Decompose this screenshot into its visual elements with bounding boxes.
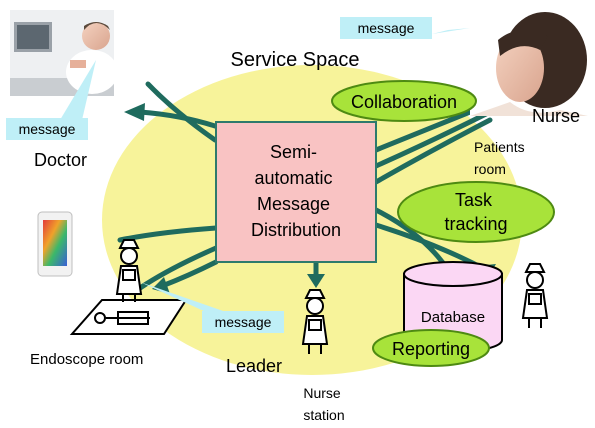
smartphone-icon [37, 211, 73, 277]
actor-nurse-label: Nurse [532, 106, 580, 126]
center-line-1: Semi- [270, 142, 317, 162]
task-tracking-line-1: Task [455, 190, 493, 210]
message-tag-doctor: message [6, 60, 96, 140]
nurse-figure-right [521, 263, 549, 328]
reporting-oval: Reporting [372, 329, 490, 367]
message-tag-nurse-text: message [358, 20, 415, 36]
reporting-label: Reporting [392, 339, 470, 359]
arrow-to-doctor [124, 103, 145, 121]
actor-doctor-label: Doctor [34, 150, 87, 170]
task-tracking-oval: Task tracking [397, 181, 555, 243]
patient-icon [94, 311, 150, 325]
message-tag-doctor-text: message [19, 121, 76, 137]
message-tag-endoscope-text: message [215, 314, 272, 330]
task-tracking-label: Task tracking [444, 190, 507, 234]
nurse-figure-leader [301, 289, 329, 354]
center-line-4: Distribution [251, 220, 341, 240]
center-line-3: Message [257, 194, 330, 214]
collaboration-oval: Collaboration [331, 80, 477, 122]
actor-leader-label: Leader [226, 356, 282, 376]
message-tag-endoscope: message [140, 282, 284, 333]
message-tag-nurse: message [340, 17, 470, 39]
center-box-text: Semi- automatic Message Distribution [251, 142, 341, 240]
nurse-station-label: Nurse station [303, 385, 344, 423]
collaboration-label: Collaboration [351, 92, 457, 112]
arrow-to-leader [307, 274, 325, 288]
arrow-to-endoscope [152, 277, 170, 294]
endoscope-room-label: Endoscope room [30, 351, 143, 368]
center-message-box [215, 121, 377, 263]
nurse-station-line-1: Nurse [303, 385, 341, 401]
diagram-title: Service Space [231, 49, 360, 71]
task-tracking-line-2: tracking [444, 214, 507, 234]
database-label: Database [421, 309, 485, 326]
patients-room-line-2: room [474, 161, 506, 177]
endoscope-room-illustration [69, 239, 188, 335]
patients-room-label: Patients room [474, 139, 528, 177]
patients-room-line-1: Patients [474, 139, 525, 155]
center-line-2: automatic [254, 168, 332, 188]
nurse-figure-endoscope [115, 239, 143, 302]
nurse-station-line-2: station [303, 407, 344, 423]
doctor-photo [10, 10, 118, 96]
nurse-photo [470, 10, 588, 116]
